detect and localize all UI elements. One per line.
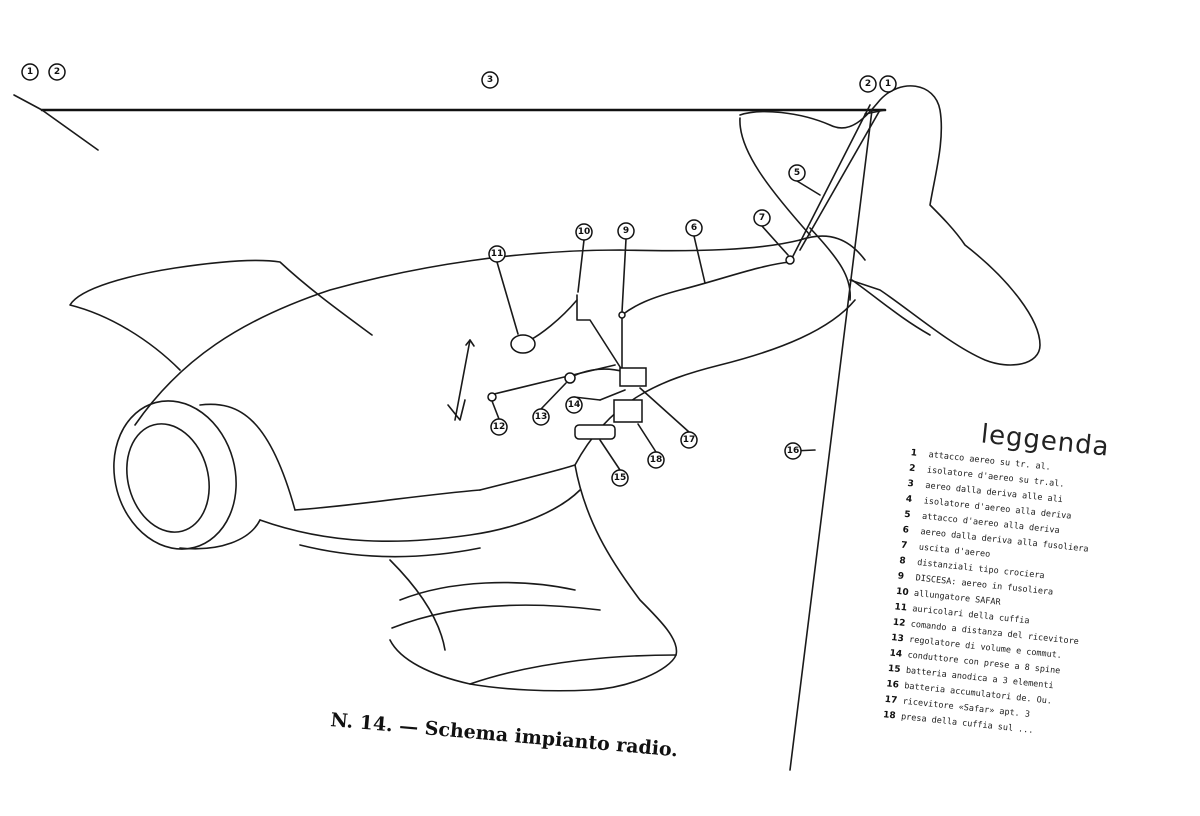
- svg-text:11: 11: [491, 249, 504, 259]
- radio-components: [487, 255, 795, 440]
- svg-text:5: 5: [794, 168, 800, 178]
- legend-item-text: uscita d'aereo: [918, 542, 990, 559]
- legend-item-num: 8: [899, 556, 906, 567]
- legend-item-num: 18: [883, 710, 897, 721]
- leader-line: [599, 439, 621, 471]
- near-wing: [389, 464, 678, 692]
- legend-item-num: 9: [897, 571, 904, 582]
- leader-line: [621, 238, 627, 313]
- svg-text:18: 18: [650, 455, 663, 465]
- callout-15: 16: [784, 442, 802, 460]
- svg-text:14: 14: [568, 400, 581, 410]
- svg-text:17: 17: [683, 435, 696, 445]
- callout-0: 1: [21, 63, 39, 81]
- far-wing: [69, 259, 373, 371]
- legend-item-num: 15: [887, 664, 901, 675]
- callout-14: 15: [611, 469, 629, 487]
- legend-item-num: 10: [896, 587, 910, 598]
- callout-4: 1: [879, 75, 897, 93]
- legend-item-num: 7: [900, 541, 907, 552]
- fuselage-outline: [134, 227, 866, 651]
- anode-battery: [574, 424, 616, 440]
- wire-entry: [618, 311, 626, 319]
- tail-fin: [739, 85, 1041, 366]
- engine-cowling: [113, 400, 296, 550]
- svg-text:6: 6: [691, 223, 697, 233]
- svg-text:3: 3: [487, 75, 493, 85]
- legend-item-num: 12: [892, 618, 906, 629]
- legend-item-num: 6: [902, 525, 909, 536]
- legend-item-num: 1: [910, 448, 917, 459]
- svg-text:12: 12: [493, 422, 506, 432]
- volume-knob: [564, 372, 576, 384]
- svg-text:2: 2: [54, 67, 60, 77]
- leader-line: [761, 225, 789, 256]
- callout-12: 13: [532, 408, 550, 426]
- remote-control: [487, 392, 497, 402]
- legend-item-num: 3: [907, 479, 914, 490]
- legend-title: leggenda: [979, 419, 1111, 462]
- legend-item-num: 5: [904, 510, 911, 521]
- callout-8: 9: [617, 222, 635, 240]
- legend-item-num: 2: [909, 464, 916, 475]
- legend-item-num: 4: [905, 494, 912, 505]
- callout-7: 6: [685, 219, 703, 237]
- svg-text:1: 1: [27, 67, 33, 77]
- legend-item-num: 14: [889, 649, 903, 660]
- svg-text:13: 13: [535, 412, 548, 422]
- callout-11: 12: [490, 418, 508, 436]
- receiver-box: [619, 367, 647, 387]
- svg-text:9: 9: [623, 226, 629, 236]
- callout-17: 18: [647, 451, 665, 469]
- legend-item-num: 17: [884, 695, 898, 706]
- svg-text:10: 10: [578, 227, 591, 237]
- callout-2: 3: [481, 71, 499, 89]
- callout-3: 2: [859, 75, 877, 93]
- accumulator-box: [613, 399, 643, 423]
- callout-13: 14: [565, 396, 583, 414]
- callout-5: 5: [788, 164, 806, 182]
- svg-text:2: 2: [865, 79, 871, 89]
- leader-line: [540, 382, 567, 410]
- leader-line: [796, 180, 821, 196]
- svg-text:15: 15: [614, 473, 627, 483]
- legend-item-num: 16: [886, 679, 900, 690]
- legend-item-num: 13: [891, 633, 905, 644]
- headphone-part: [510, 334, 536, 354]
- antenna-exit: [785, 255, 795, 265]
- leader-line: [693, 235, 706, 284]
- callout-6: 7: [753, 209, 771, 227]
- callout-1: 2: [48, 63, 66, 81]
- antenna-wire: [13, 94, 887, 771]
- svg-text:1: 1: [885, 79, 891, 89]
- svg-text:16: 16: [787, 446, 800, 456]
- radio-wiring: [447, 261, 791, 421]
- callout-16: 17: [680, 431, 698, 449]
- leader-line: [637, 423, 657, 453]
- leader-line: [496, 261, 519, 335]
- leader-line: [577, 239, 585, 293]
- figure-caption: N. 14. — Schema impianto radio.: [330, 709, 679, 761]
- leader-line: [491, 400, 500, 420]
- legend-item-num: 11: [894, 602, 908, 613]
- svg-text:7: 7: [759, 213, 765, 223]
- callout-10: 11: [488, 245, 506, 263]
- callout-9: 10: [575, 223, 593, 241]
- leader-line: [639, 387, 690, 433]
